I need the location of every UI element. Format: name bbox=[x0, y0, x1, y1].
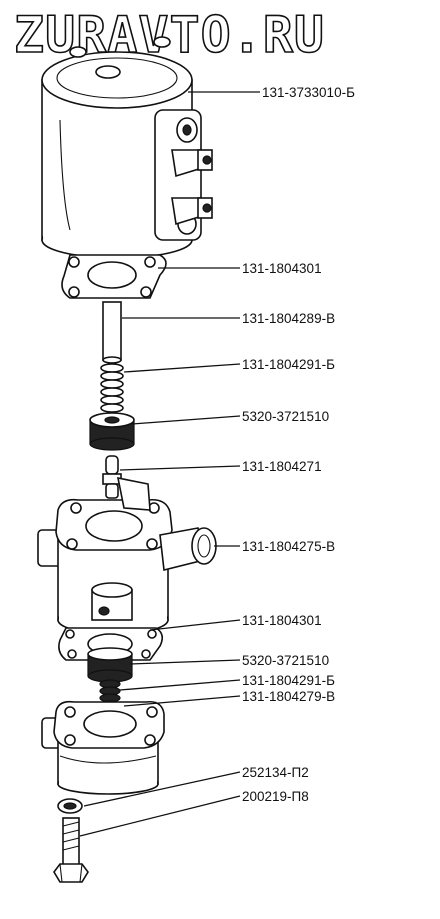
label-131-1804301-top: 131-1804301 bbox=[242, 261, 322, 276]
label-131-1804275-v: 131-1804275-В bbox=[242, 539, 335, 554]
label-131-1804271: 131-1804271 bbox=[242, 459, 322, 474]
label-131-1804289-v: 131-1804289-В bbox=[242, 311, 335, 326]
gasket-top bbox=[61, 254, 167, 299]
spring-washer bbox=[57, 798, 83, 814]
spring-upper bbox=[100, 363, 124, 413]
label-131-1804301-lower: 131-1804301 bbox=[242, 613, 322, 628]
label-131-1804279-v: 131-1804279-В bbox=[242, 689, 335, 704]
label-5320-3721510-lower: 5320-3721510 bbox=[242, 653, 329, 668]
bolt bbox=[53, 817, 89, 883]
valve-stem bbox=[102, 455, 122, 499]
label-131-1804291-b-upper: 131-1804291-Б bbox=[242, 357, 335, 372]
valve-seal-lower bbox=[87, 647, 133, 683]
watermark-text: ZURAVTO.RU bbox=[14, 6, 325, 64]
label-5320-3721510-upper: 5320-3721510 bbox=[242, 409, 329, 424]
label-252134-p2: 252134-П2 bbox=[242, 765, 309, 780]
part-labels: 131-3733010-Б 131-1804301 131-1804289-В … bbox=[242, 85, 355, 804]
valve-body bbox=[37, 476, 217, 635]
valve-seal-upper bbox=[89, 412, 135, 451]
solenoid-valve bbox=[41, 36, 213, 259]
label-131-3733010-b: 131-3733010-Б bbox=[262, 85, 355, 100]
label-200219-p8: 200219-П8 bbox=[242, 789, 309, 804]
label-131-1804291-b-lower: 131-1804291-Б bbox=[242, 673, 335, 688]
gasket-lower bbox=[58, 627, 164, 661]
leader-lines bbox=[79, 91, 260, 837]
bottom-cover bbox=[41, 700, 165, 795]
valve-rod bbox=[102, 301, 122, 364]
